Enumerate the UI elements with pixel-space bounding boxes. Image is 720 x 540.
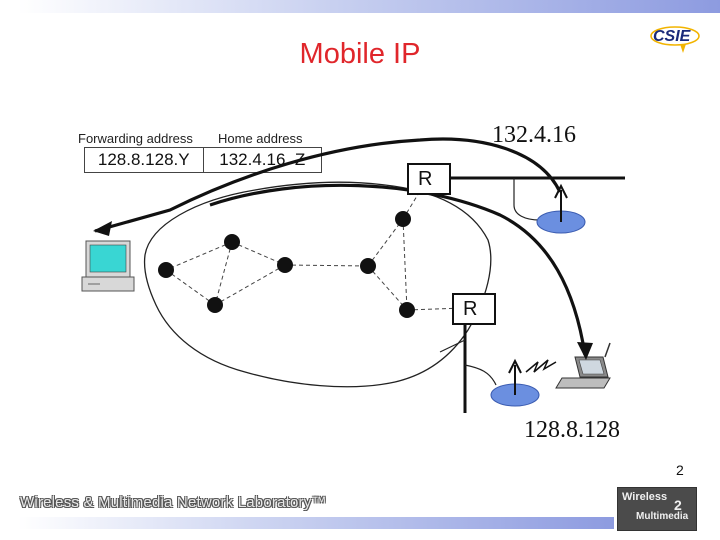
- foreign-access-point-icon: [490, 358, 540, 407]
- forwarding-address-header: Forwarding address: [78, 131, 193, 146]
- csie-logo-text: CSIE: [653, 28, 692, 45]
- correspondent-computer-icon: [81, 240, 135, 292]
- internet-links: [165, 177, 464, 311]
- foreign-network-router: R: [452, 293, 496, 325]
- router-node: [360, 258, 376, 274]
- address-binding-table: 128.8.128.Y 132.4.16. Z: [84, 147, 322, 173]
- delivery-arrow: [209, 183, 587, 356]
- router-node: [224, 234, 240, 250]
- lab-logo-line1: Wireless: [622, 491, 668, 503]
- router-node: [158, 262, 174, 278]
- foreign-network-label: 128.8.128: [524, 417, 620, 443]
- mobile-laptop-icon: [555, 342, 611, 389]
- router-node: [207, 297, 223, 313]
- home-access-point-icon: [536, 183, 586, 234]
- router-node: [395, 211, 411, 227]
- home-address-header: Home address: [218, 131, 303, 146]
- internet-routers: [158, 211, 415, 318]
- forwarding-address-value: 128.8.128.Y: [97, 150, 190, 169]
- wireless-multimedia-logo-icon: Wireless 2 Multimedia: [617, 487, 697, 531]
- router-node: [277, 257, 293, 273]
- wireless-link-icon: [525, 359, 557, 373]
- footer-lab-name: Wireless & Multimedia Network Laboratory…: [20, 494, 327, 511]
- tunnel-arrow: [94, 137, 562, 233]
- home-network-router: R: [407, 163, 451, 195]
- internet-cloud: [143, 181, 492, 388]
- page-number: 2: [676, 462, 684, 478]
- router-node: [399, 302, 415, 318]
- lab-logo-line2: Multimedia: [636, 511, 689, 522]
- bottom-gradient-bar: [18, 517, 614, 529]
- lab-logo-sup: 2: [674, 497, 682, 513]
- home-network-label: 132.4.16: [492, 122, 576, 148]
- slide-title: Mobile IP: [299, 38, 421, 70]
- csie-logo-icon: CSIE: [650, 26, 700, 53]
- top-gradient-bar: [18, 0, 720, 13]
